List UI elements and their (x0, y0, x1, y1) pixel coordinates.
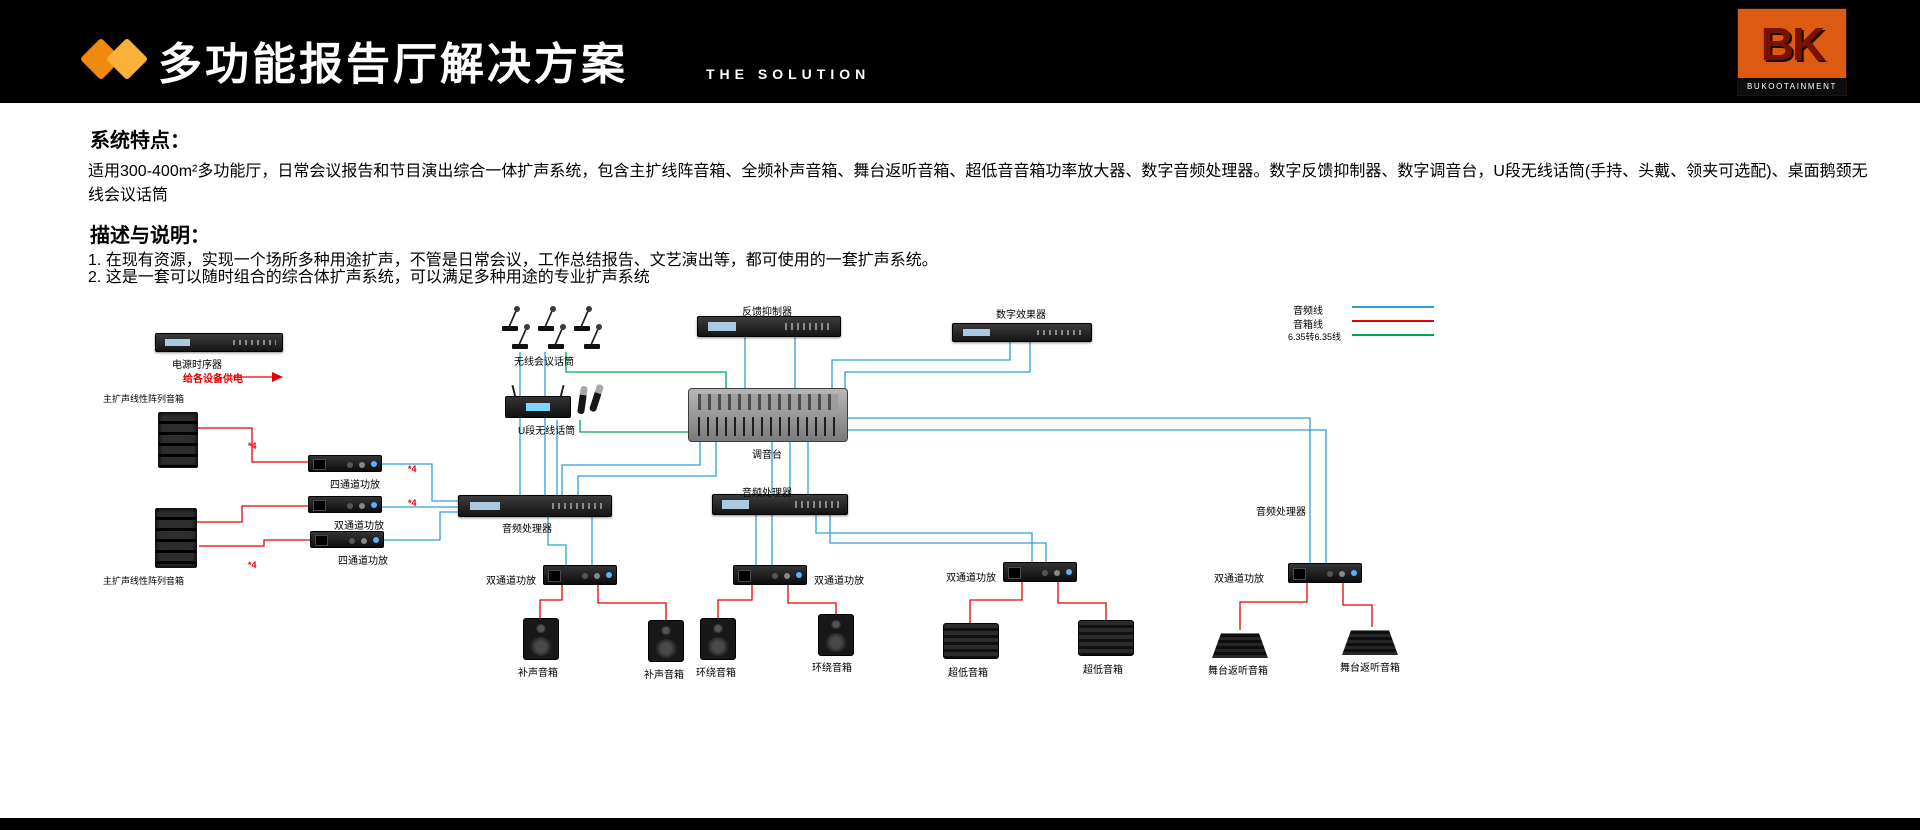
fill-speaker-label-2: 补声音箱 (644, 670, 684, 681)
legend-speaker-line-label: 音箱线 (1293, 320, 1323, 331)
surround-speaker-label-2: 环绕音箱 (812, 663, 852, 674)
mixer-label: 调音台 (752, 450, 782, 461)
description-item-2: 2. 这是一套可以随时组合的综合体扩声系统，可以满足多种用途的专业扩声系统 (88, 269, 650, 286)
line-array-speaker-bottom (155, 508, 197, 568)
two-channel-amp-c (1003, 562, 1077, 582)
legend-speaker-line-swatch (1352, 320, 1434, 322)
amp-2ch-label-d: 双通道功放 (1214, 574, 1264, 585)
amp-4ch-label-1: 四通道功放 (330, 480, 380, 491)
logo-mark: BK (1760, 17, 1825, 70)
stage-monitor-label-2: 舞台返听音箱 (1340, 663, 1400, 674)
feedback-suppressor-device (697, 316, 841, 337)
company-logo: BK BUKOOTAINMENT (1737, 8, 1847, 96)
two-channel-amp-d (1288, 563, 1362, 583)
four-channel-amp-2 (310, 531, 384, 548)
stage-monitor-label-1: 舞台返听音箱 (1208, 666, 1268, 677)
digital-effects-device (952, 323, 1092, 342)
four-channel-amp-1 (308, 455, 382, 472)
subwoofer-2 (1078, 620, 1134, 656)
description-heading: 描述与说明： (90, 225, 210, 247)
description-item-1: 1. 在现有资源，实现一个场所多种用途扩声，不管是日常会议，工作总结报告、文艺演… (88, 252, 938, 269)
mixer-device (688, 388, 848, 442)
stage-monitor-1 (1212, 633, 1268, 658)
wireless-conf-mic-label: 无线会议话筒 (514, 357, 574, 368)
header-bar: 多功能报告厅解决方案 THE SOLUTION BK BUKOOTAINMENT (0, 0, 1920, 103)
subwoofer-label-2: 超低音箱 (1083, 665, 1123, 676)
legend-jack-line-label: 6.35转6.35线 (1288, 332, 1342, 342)
features-heading: 系统特点： (90, 130, 190, 152)
legend-jack-line-swatch (1352, 334, 1434, 336)
page-subtitle: THE SOLUTION (706, 66, 871, 82)
amp-2ch-label-c: 双通道功放 (946, 573, 996, 584)
legend-audio-line-swatch (1352, 306, 1434, 308)
surround-speaker-2 (818, 614, 854, 656)
legend-audio-line-label: 音频线 (1293, 306, 1323, 317)
footer-bar (0, 818, 1920, 830)
logo-wordmark: BUKOOTAINMENT (1738, 78, 1846, 95)
power-sequencer-label: 电源时序器 (172, 360, 222, 371)
audio-processor-label-center: 音频处理器 (742, 488, 792, 499)
surround-speaker-label-1: 环绕音箱 (696, 668, 736, 679)
fill-speaker-1 (523, 618, 559, 660)
power-sequencer-device (155, 333, 283, 352)
audio-processor-left (458, 495, 612, 517)
surround-speaker-1 (700, 618, 736, 660)
fill-speaker-2 (648, 620, 684, 662)
qty4-label: *4 (248, 560, 257, 570)
qty4-label: *4 (248, 441, 257, 451)
subwoofer-1 (943, 623, 999, 659)
qty4-label: *4 (408, 498, 417, 508)
line-array-speaker-top (158, 412, 198, 468)
amp-2ch-label-left: 双通道功放 (334, 521, 384, 532)
u-band-receiver (505, 396, 571, 418)
digital-effects-label: 数字效果器 (996, 310, 1046, 321)
fill-speaker-label-1: 补声音箱 (518, 668, 558, 679)
line-array-label-bottom: 主扩声线性阵列音箱 (103, 576, 185, 586)
power-note-label: 给各设备供电 (183, 374, 243, 385)
amp-4ch-label-2: 四通道功放 (338, 556, 388, 567)
amp-2ch-label-b: 双通道功放 (814, 576, 864, 587)
u-band-mic-label: U段无线话筒 (518, 426, 576, 437)
two-channel-amp-b (733, 565, 807, 585)
page-title: 多功能报告厅解决方案 (158, 40, 628, 89)
feedback-suppressor-label: 反馈抑制器 (742, 307, 792, 318)
two-channel-amp-left (308, 496, 382, 513)
qty4-label: *4 (408, 464, 417, 474)
features-body: 适用300-400m²多功能厅，日常会议报告和节目演出综合一体扩声系统，包含主扩… (88, 163, 1868, 204)
amp-2ch-label-a: 双通道功放 (486, 576, 536, 587)
audio-processor-label-left: 音频处理器 (502, 524, 552, 535)
stage-monitor-2 (1342, 630, 1398, 655)
line-array-label-top: 主扩声线性阵列音箱 (103, 394, 185, 404)
receiver-display (526, 403, 550, 411)
audio-processor-center (712, 494, 848, 515)
audio-processor-label-right: 音频处理器 (1256, 507, 1306, 518)
wireless-conference-mics (502, 306, 602, 349)
subwoofer-label-1: 超低音箱 (948, 668, 988, 679)
two-channel-amp-a (543, 565, 617, 585)
